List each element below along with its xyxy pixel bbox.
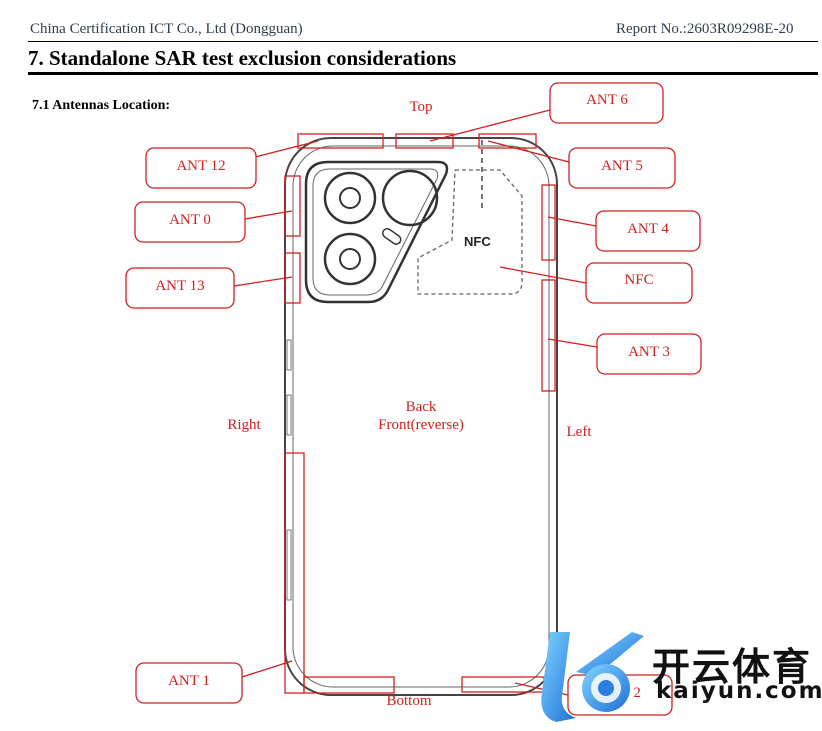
header-company: China Certification ICT Co., Ltd (Donggu…: [30, 21, 303, 37]
callout-ant4-label: ANT 4: [627, 221, 669, 237]
callout-ant12-label: ANT 12: [176, 158, 226, 174]
camera-lens: [339, 187, 361, 209]
section-title: 7. Standalone SAR test exclusion conside…: [28, 46, 457, 70]
callout-ant13-label: ANT 13: [155, 278, 205, 294]
callout-ant3-label: ANT 3: [628, 344, 670, 360]
phone-outline: [284, 137, 558, 696]
camera-module-inner: [312, 168, 439, 296]
ant3-location: [541, 279, 556, 392]
side-button: [286, 394, 292, 436]
ant1-location: [284, 452, 305, 694]
leader-ant12: [254, 140, 319, 158]
callout-ant0: [134, 201, 246, 243]
side-button: [286, 339, 292, 371]
side-button: [286, 529, 292, 601]
bottom-left-location: [303, 676, 395, 694]
callout-ant5-label: ANT 5: [601, 158, 643, 174]
nfc-area-label: NFC: [464, 234, 491, 249]
watermark-cn: 开云体育: [652, 645, 813, 689]
phone-inner-outline: [292, 145, 550, 688]
leader-nfc: [499, 266, 587, 284]
ant4-location: [541, 184, 556, 261]
camera-lens: [381, 169, 439, 227]
leader-ant5: [487, 140, 570, 163]
ant12-location: [297, 133, 384, 149]
leader-ant0: [244, 210, 293, 220]
callout-ant0-label: ANT 0: [169, 212, 211, 228]
kaiyun-logo-icon: [541, 632, 644, 722]
label-back: Back: [405, 399, 437, 415]
leader-ant13: [233, 276, 293, 287]
callout-ant5: [568, 147, 676, 189]
watermark-en: kaiyun.com: [656, 678, 822, 704]
leader-ant1: [241, 660, 293, 678]
callout-ant3: [596, 333, 702, 375]
callout-ant1: [135, 662, 243, 704]
leader-ant4: [547, 216, 597, 227]
callout-nfc-label: NFC: [624, 272, 654, 288]
callout-ant6-label: ANT 6: [586, 92, 628, 108]
watermark: 开云体育 kaiyun.com: [536, 626, 822, 726]
leader-ant3: [547, 338, 598, 348]
callout-nfc: [585, 262, 693, 304]
callout-ant4: [595, 210, 701, 252]
callout-ant1-label: ANT 1: [168, 673, 210, 689]
callout-ant6: [549, 82, 664, 124]
ant0-location: [284, 175, 301, 237]
section-divider: [28, 72, 818, 75]
ant5-location: [478, 133, 537, 149]
subsection-title: 7.1 Antennas Location:: [32, 98, 171, 113]
header-divider: [28, 41, 818, 42]
nfc-area: [417, 169, 523, 295]
camera-module: [304, 160, 449, 304]
header-report-no: Report No.:2603R09298E-20: [616, 21, 794, 37]
camera-lens: [323, 232, 377, 286]
label-top: Top: [409, 99, 433, 115]
ant6-location: [395, 133, 454, 149]
camera-lens: [323, 171, 377, 225]
camera-lens: [339, 248, 361, 270]
label-front-reverse: Front(reverse): [378, 417, 464, 433]
flash: [381, 228, 402, 245]
leader-ant6: [429, 109, 551, 142]
label-left: Left: [566, 424, 592, 440]
callout-ant13: [125, 267, 235, 309]
label-right: Right: [227, 417, 261, 433]
label-bottom: Bottom: [386, 693, 432, 709]
callout-ant12: [145, 147, 257, 189]
